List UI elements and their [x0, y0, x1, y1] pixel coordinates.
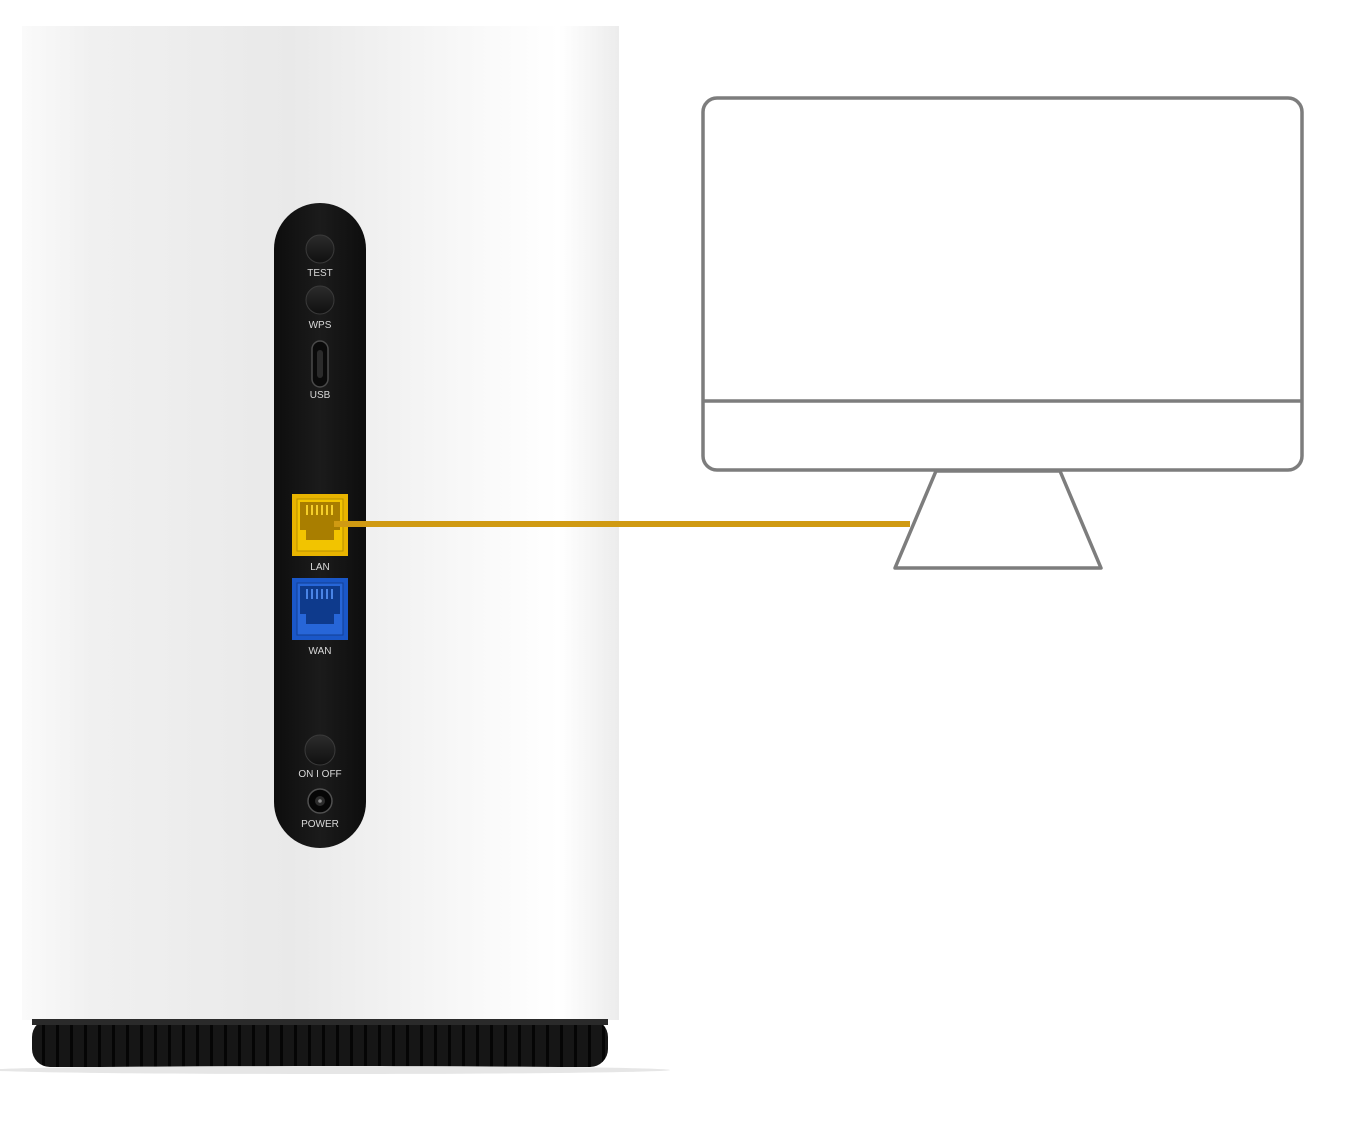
monitor-screen [701, 96, 1304, 472]
test-label: TEST [307, 268, 333, 279]
monitor-stand [893, 469, 1103, 570]
usb-c-port-icon[interactable] [311, 340, 329, 388]
usb-label: USB [310, 390, 331, 401]
router: TEST WPS USB LAN [0, 26, 670, 1074]
router-base-vents [32, 1019, 608, 1067]
power-label: POWER [301, 819, 339, 830]
on-off-label: ON I OFF [298, 769, 341, 780]
wps-label: WPS [309, 320, 332, 331]
monitor-icon [701, 96, 1304, 570]
wan-port[interactable] [292, 578, 348, 640]
test-button[interactable] [305, 234, 335, 264]
power-jack-icon[interactable] [307, 788, 333, 814]
lan-label: LAN [310, 562, 329, 573]
wan-label: WAN [309, 646, 332, 657]
on-off-button[interactable] [304, 734, 336, 766]
wps-button[interactable] [305, 285, 335, 315]
